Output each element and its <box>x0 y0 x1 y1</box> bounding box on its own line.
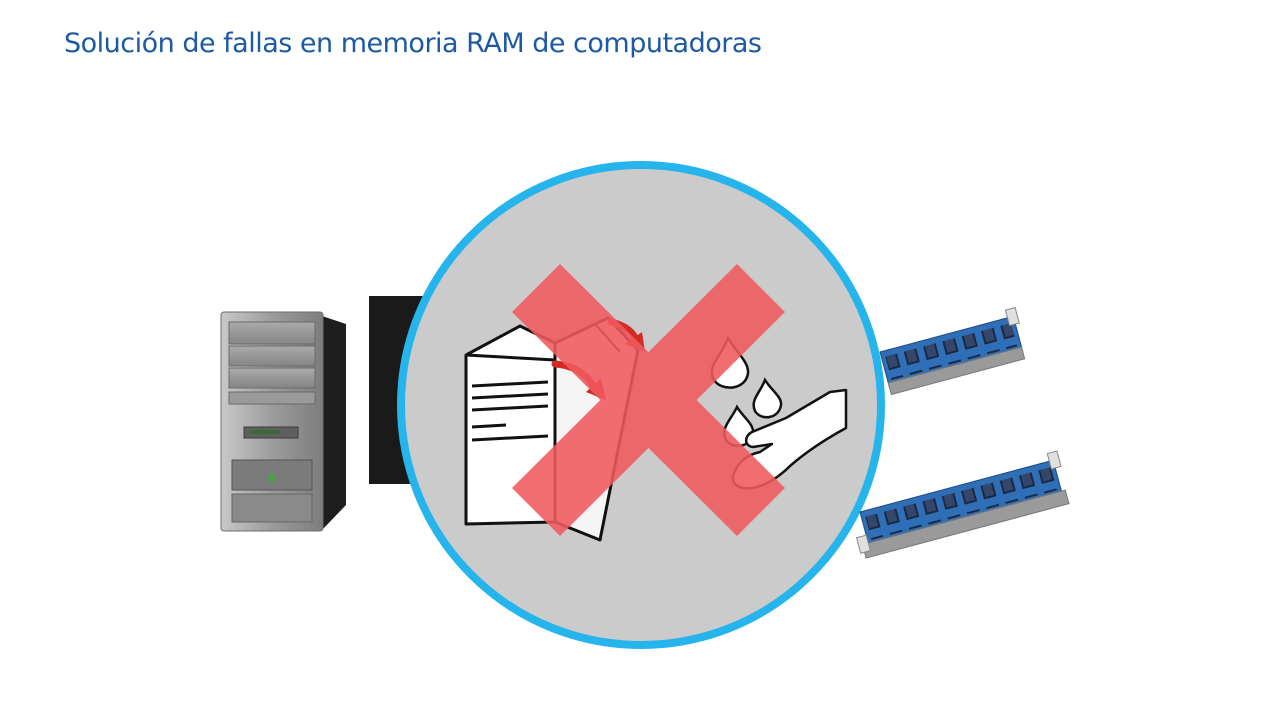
slide-title: Solución de fallas en memoria RAM de com… <box>64 28 762 59</box>
desktop-tower-icon <box>220 311 346 532</box>
ram-stick-icon <box>855 450 1070 559</box>
ram-stick-icon <box>879 306 1026 396</box>
no-cross-icon <box>512 264 785 536</box>
